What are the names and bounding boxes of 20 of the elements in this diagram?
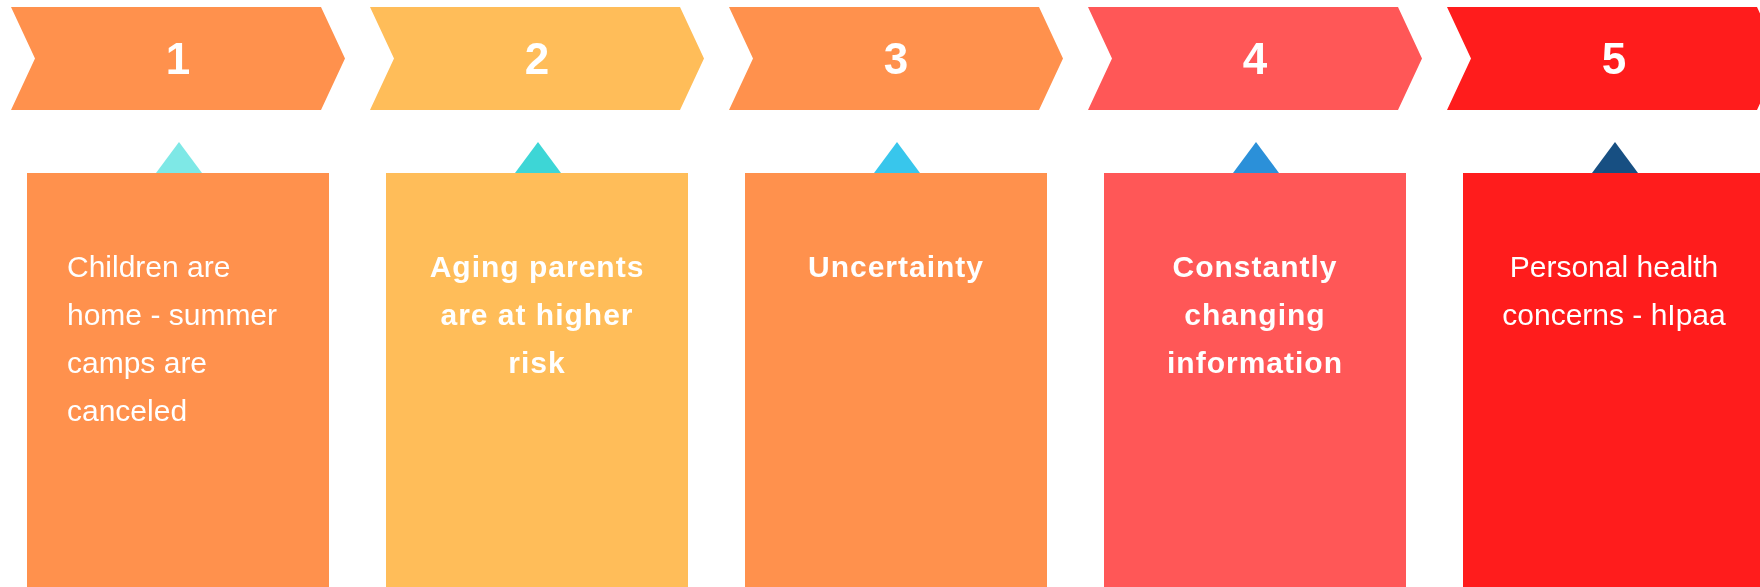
chevron-step	[370, 7, 704, 110]
step-number: 2	[524, 36, 550, 81]
step-number: 1	[165, 36, 191, 81]
card-text: Uncertainty	[806, 249, 985, 285]
text-card	[386, 173, 688, 587]
text-card	[745, 173, 1047, 587]
text-card	[1463, 173, 1760, 587]
chevron-step	[729, 7, 1063, 110]
chevron-step	[1088, 7, 1422, 110]
text-card	[27, 173, 329, 587]
card-text: Personal health concerns - hIpaa	[1501, 249, 1727, 333]
chevron-step	[1447, 7, 1760, 110]
step-number: 4	[1242, 36, 1268, 81]
card-text: Aging parents are at higher risk	[428, 249, 646, 381]
card-text: Children are home - summer camps are canceled	[67, 249, 279, 429]
step-number: 5	[1601, 36, 1627, 81]
card-text: Constantly changing information	[1166, 249, 1344, 381]
chevron-step	[11, 7, 345, 110]
step-number: 3	[883, 36, 909, 81]
text-card	[1104, 173, 1406, 587]
